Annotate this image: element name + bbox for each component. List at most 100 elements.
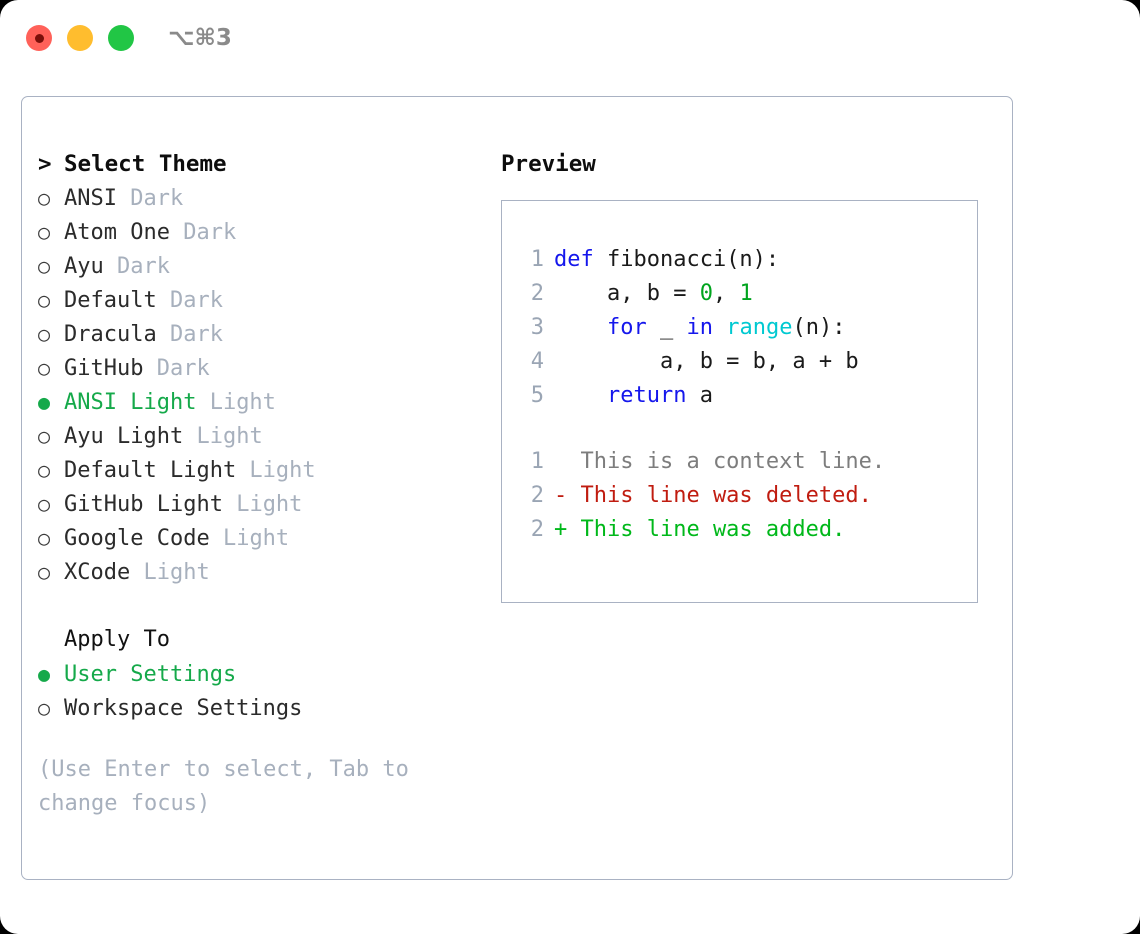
code-line: 2 a, b = 0, 1: [516, 277, 859, 311]
window-titlebar: ⌥⌘3: [0, 0, 1140, 78]
code-line-text: return a: [554, 379, 713, 413]
code-line-number: 3: [530, 315, 544, 340]
theme-list-item[interactable]: ○ GitHub Light Light: [38, 487, 488, 521]
code-token-kw: in: [686, 315, 713, 340]
code-line: 5 return a: [516, 379, 859, 413]
radio-unselected-icon[interactable]: ○: [38, 186, 51, 210]
theme-name-label: GitHub Light: [64, 492, 223, 517]
theme-kind-label: Dark: [156, 322, 223, 347]
code-token-plain: (n):: [792, 315, 846, 340]
radio-unselected-icon[interactable]: ○: [38, 254, 51, 278]
main-panel: > Select Theme ○ ANSI Dark ○ Atom One Dark ○ A…: [21, 96, 1013, 880]
theme-name-label: GitHub: [64, 356, 144, 381]
theme-list-item[interactable]: ○ANSI Dark: [38, 181, 488, 215]
code-token-plain: [554, 383, 607, 408]
radio-unselected-icon[interactable]: ○: [38, 526, 51, 550]
radio-unselected-icon[interactable]: ○: [38, 424, 51, 448]
apply-to-option[interactable]: ●User Settings: [38, 657, 488, 691]
radio-unselected-icon[interactable]: ○: [38, 458, 51, 482]
select-theme-header: > Select Theme: [38, 147, 488, 181]
window-controls: [26, 25, 134, 51]
diff-line-number: 2: [530, 517, 544, 542]
diff-line-number: 1: [530, 449, 544, 474]
apply-to-option[interactable]: ○Workspace Settings: [38, 691, 488, 725]
code-token-plain: a, b =: [554, 281, 700, 306]
radio-unselected-icon[interactable]: ○: [38, 560, 51, 584]
select-theme-header-label: Select Theme: [64, 151, 227, 177]
theme-list-item[interactable]: ●ANSI Light Light: [38, 385, 488, 419]
code-line: 1 def fibonacci(n):: [516, 243, 859, 277]
diff-line-text-add: + This line was added.: [554, 517, 846, 542]
theme-list-item[interactable]: ○ Atom One Dark: [38, 215, 488, 249]
panel-columns: > Select Theme ○ ANSI Dark ○ Atom One Dark ○ A…: [22, 97, 1012, 879]
diff-line: 1 This is a context line.: [516, 445, 885, 479]
diff-line-number: 2: [530, 483, 544, 508]
maximize-window-button[interactable]: [108, 25, 134, 51]
code-line-text: a, b = 0, 1: [554, 277, 753, 311]
radio-unselected-icon[interactable]: ○: [38, 322, 51, 346]
code-token-kw: def: [554, 247, 607, 272]
theme-list-item[interactable]: ○ Default Light Light: [38, 453, 488, 487]
theme-name-label: Dracula: [64, 322, 157, 347]
code-token-kw: return: [606, 383, 687, 408]
code-token-call: range: [726, 315, 793, 340]
code-line-text: for _ in range(n):: [554, 311, 845, 345]
theme-list-item[interactable]: ○Google Code Light: [38, 521, 488, 555]
radio-selected-icon[interactable]: ●: [38, 662, 51, 686]
prompt-caret-icon: >: [38, 151, 52, 177]
list-spacer: [38, 589, 488, 623]
diff-line: 2 - This line was deleted.: [516, 479, 885, 513]
theme-name-label: Google Code: [64, 526, 210, 551]
code-line: 4 a, b = b, a + b: [516, 345, 859, 379]
radio-unselected-icon[interactable]: ○: [38, 220, 51, 244]
theme-name-label: Ayu Light: [64, 424, 184, 449]
theme-list-item[interactable]: ○GitHub Dark: [38, 351, 488, 385]
code-line-text: def fibonacci(n):: [554, 243, 779, 277]
theme-name-label: Atom One: [64, 220, 170, 245]
theme-list-item[interactable]: ○Default Dark: [38, 283, 488, 317]
theme-kind-label: Dark: [156, 288, 223, 313]
code-line-number: 5: [530, 383, 544, 408]
theme-name-label: Default Light: [64, 458, 237, 483]
code-token-plain: a, b = b, a + b: [554, 349, 859, 374]
theme-list-item[interactable]: ○ Dracula Dark: [38, 317, 488, 351]
theme-kind-label: Light: [236, 458, 316, 483]
code-line: 3 for _ in range(n):: [516, 311, 859, 345]
theme-list-item[interactable]: ○Ayu Light Light: [38, 419, 488, 453]
diff-line-text-del: - This line was deleted.: [554, 483, 872, 508]
preview-title: Preview: [501, 151, 596, 177]
code-token-num: 1: [739, 281, 753, 306]
apply-to-options: ●User Settings○Workspace Settings: [38, 657, 488, 725]
radio-unselected-icon[interactable]: ○: [38, 288, 51, 312]
code-line-number: 2: [530, 281, 544, 306]
apply-to-header-label: Apply To: [64, 627, 170, 652]
code-token-num: 0: [699, 281, 713, 306]
apply-to-indent: [38, 623, 64, 657]
radio-unselected-icon[interactable]: ○: [38, 696, 51, 720]
theme-list-item[interactable]: ○ Ayu Dark: [38, 249, 488, 283]
theme-kind-label: Dark: [103, 254, 170, 279]
radio-unselected-icon[interactable]: ○: [38, 356, 51, 380]
radio-unselected-icon[interactable]: ○: [38, 492, 51, 516]
minimize-window-button[interactable]: [67, 25, 93, 51]
theme-name-label: XCode: [64, 560, 131, 585]
close-window-button[interactable]: [26, 25, 52, 51]
theme-name-label: ANSI: [64, 186, 117, 211]
theme-list-item[interactable]: ○ XCode Light: [38, 555, 488, 589]
radio-selected-icon[interactable]: ●: [38, 390, 51, 414]
keyboard-hint-text: (Use Enter to select, Tab to change focu…: [38, 757, 409, 816]
apply-to-header: Apply To: [38, 623, 488, 657]
code-token-plain: _: [646, 315, 687, 340]
theme-name-label: Ayu: [64, 254, 104, 279]
theme-kind-label: Dark: [169, 220, 237, 245]
code-line-number: 1: [530, 247, 544, 272]
theme-kind-label: Light: [222, 492, 303, 517]
code-token-plain: [554, 315, 607, 340]
theme-kind-label: Light: [130, 560, 210, 585]
diff-line-text-ctx: This is a context line.: [554, 449, 886, 474]
code-token-plain: [713, 315, 726, 340]
